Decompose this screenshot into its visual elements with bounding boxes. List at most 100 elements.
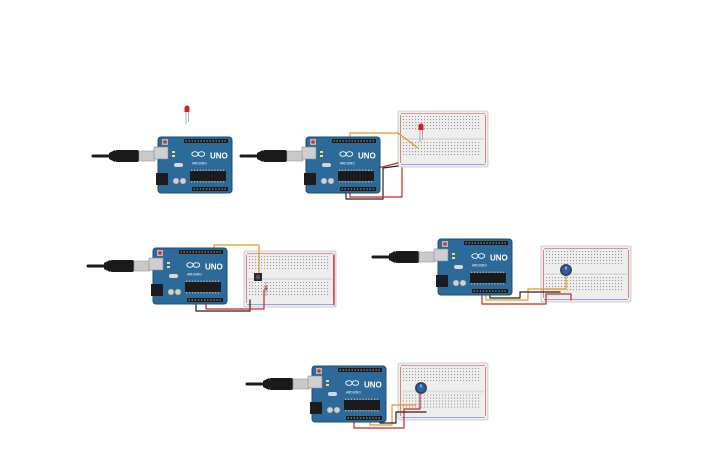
breadboard-hole xyxy=(448,406,450,408)
led[interactable] xyxy=(184,105,190,125)
breadboard-hole xyxy=(448,397,450,399)
usb-cable[interactable] xyxy=(91,150,156,162)
breadboard-hole xyxy=(427,400,429,402)
wire-ground[interactable] xyxy=(195,299,251,312)
breadboard-hole xyxy=(415,403,417,405)
wire-power-2[interactable] xyxy=(349,167,403,198)
digital-pin-header[interactable] xyxy=(184,139,228,143)
analog-pin-header[interactable] xyxy=(187,298,223,302)
breadboard[interactable] xyxy=(243,250,337,308)
breadboard-hole xyxy=(475,142,477,144)
breadboard-hole xyxy=(561,263,563,265)
pot-knob[interactable] xyxy=(416,383,426,393)
breadboard-hole xyxy=(439,371,441,373)
usb-plug-body xyxy=(269,378,293,390)
breadboard-hole xyxy=(561,286,563,288)
usb-cable[interactable] xyxy=(86,260,151,272)
breadboard-hole xyxy=(582,254,584,256)
hole-grid[interactable] xyxy=(403,368,480,408)
led[interactable] xyxy=(418,123,424,143)
breadboard-hole xyxy=(576,263,578,265)
header-pin xyxy=(492,242,494,244)
chip-pin xyxy=(350,169,352,171)
header-pin xyxy=(342,369,344,371)
digital-pin-header[interactable] xyxy=(179,250,223,254)
breadboard-hole xyxy=(564,283,566,285)
hole-grid[interactable] xyxy=(249,256,329,296)
potentiometer[interactable] xyxy=(560,264,572,276)
breadboard-hole xyxy=(285,282,287,284)
breadboard-hole xyxy=(564,277,566,279)
breadboard-hole xyxy=(418,406,420,408)
breadboard-hole xyxy=(439,145,441,147)
header-pin xyxy=(378,417,380,419)
breadboard-hole xyxy=(442,119,444,121)
breadboard-hole xyxy=(264,285,266,287)
pushbutton-cap[interactable] xyxy=(255,274,261,280)
wire-power[interactable] xyxy=(205,289,265,310)
board-brand-label: ARDUINO xyxy=(346,391,361,395)
usb-cable[interactable] xyxy=(245,378,310,390)
led-dome xyxy=(418,123,424,130)
wire-ground[interactable] xyxy=(489,291,561,299)
wire-signal[interactable] xyxy=(485,275,567,301)
header-pin xyxy=(196,188,198,190)
breadboard-hole xyxy=(418,403,420,405)
breadboard-hole xyxy=(451,128,453,130)
hole-grid[interactable] xyxy=(403,116,480,156)
breadboard-hole xyxy=(406,368,408,370)
breadboard-hole xyxy=(463,406,465,408)
wire-signal[interactable] xyxy=(213,244,260,279)
pushbutton[interactable] xyxy=(254,273,262,281)
digital-pin-header[interactable] xyxy=(464,241,508,245)
chip-pin xyxy=(353,398,355,400)
breadboard-hole xyxy=(579,260,581,262)
resistor[interactable] xyxy=(264,282,268,296)
wire-power[interactable] xyxy=(353,393,421,429)
breadboard-hole xyxy=(442,368,444,370)
breadboard-hole xyxy=(415,397,417,399)
wire-power[interactable] xyxy=(481,293,572,305)
usb-cable[interactable] xyxy=(239,150,304,162)
pot-knob[interactable] xyxy=(561,265,571,275)
analog-pin-header[interactable] xyxy=(472,289,508,293)
analog-pin-header[interactable] xyxy=(192,187,228,191)
digital-pin-header[interactable] xyxy=(338,368,382,372)
analog-pin-header[interactable] xyxy=(340,187,376,191)
potentiometer[interactable] xyxy=(415,382,427,394)
digital-pin-header[interactable] xyxy=(332,139,376,143)
breadboard[interactable] xyxy=(397,110,489,168)
breadboard-hole xyxy=(406,116,408,118)
breadboard-hole xyxy=(567,263,569,265)
header-pin xyxy=(501,242,503,244)
chip-pin xyxy=(212,280,214,282)
breadboard-hole xyxy=(300,288,302,290)
breadboard-hole xyxy=(309,288,311,290)
wire-power[interactable] xyxy=(377,162,399,169)
wire-signal[interactable] xyxy=(369,404,417,426)
breadboard[interactable] xyxy=(540,245,632,303)
breadboard-hole xyxy=(436,380,438,382)
breadboard-hole xyxy=(442,380,444,382)
chip-pin xyxy=(502,283,505,285)
hole-grid[interactable] xyxy=(546,251,623,291)
breadboard-hole xyxy=(421,403,423,405)
wire-ground[interactable] xyxy=(345,165,399,200)
breadboard-hole xyxy=(291,291,293,293)
analog-pin-header[interactable] xyxy=(346,416,382,420)
breadboard-hole xyxy=(415,151,417,153)
breadboard-hole xyxy=(445,377,447,379)
usb-cable[interactable] xyxy=(371,251,436,263)
chip-pin xyxy=(362,169,364,171)
